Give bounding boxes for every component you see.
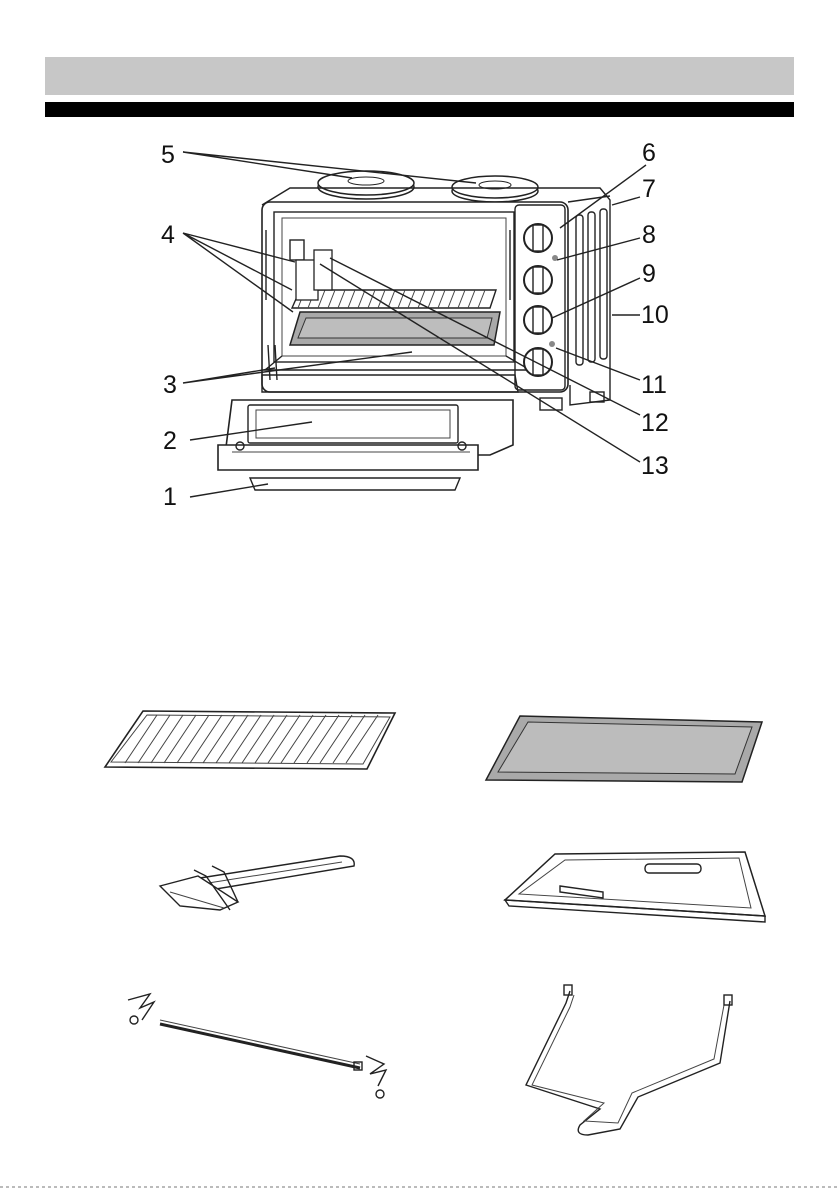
knob-4 bbox=[524, 348, 552, 376]
knob-2 bbox=[524, 266, 552, 294]
callout-3: 3 bbox=[163, 371, 177, 399]
callout-10: 10 bbox=[641, 301, 669, 329]
knob-3 bbox=[524, 306, 552, 334]
callout-4: 4 bbox=[161, 221, 175, 249]
rotisserie-handle-icon bbox=[520, 985, 750, 1135]
baking-tray-icon bbox=[480, 710, 770, 790]
callout-6: 6 bbox=[642, 139, 656, 167]
side-vents bbox=[576, 209, 607, 365]
indicator-light-bottom bbox=[549, 341, 555, 347]
wire-rack-icon bbox=[95, 705, 415, 785]
callout-9: 9 bbox=[642, 260, 656, 288]
knob-1 bbox=[524, 224, 552, 252]
oven-diagram: 5 4 3 2 1 6 7 8 9 10 11 12 13 bbox=[0, 0, 840, 560]
callout-2: 2 bbox=[163, 427, 177, 455]
rotisserie-spit-icon bbox=[120, 990, 420, 1100]
oven-foot bbox=[540, 392, 604, 410]
tray-handle-icon bbox=[150, 848, 370, 938]
callout-1: 1 bbox=[163, 483, 177, 511]
callout-7: 7 bbox=[642, 175, 656, 203]
callout-11: 11 bbox=[641, 371, 667, 399]
hotplate-right bbox=[452, 176, 538, 202]
callout-12: 12 bbox=[641, 409, 669, 437]
callout-8: 8 bbox=[642, 221, 656, 249]
callout-13: 13 bbox=[641, 452, 669, 480]
page-bottom-edge bbox=[0, 1186, 840, 1188]
crumb-tray-icon bbox=[495, 842, 775, 932]
callout-5: 5 bbox=[161, 141, 175, 169]
